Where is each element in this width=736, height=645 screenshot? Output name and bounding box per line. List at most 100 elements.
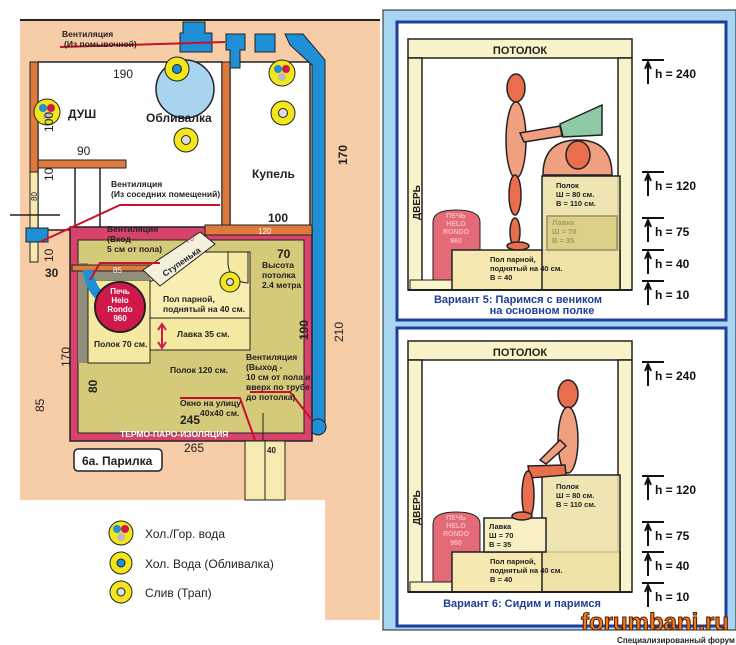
- svg-text:80: 80: [86, 379, 100, 393]
- svg-text:210: 210: [332, 322, 346, 342]
- vent-in-label-2: (Вход -: [107, 234, 136, 244]
- vent-neighbors-label: Вентиляция: [111, 179, 162, 189]
- hot-cold-water-icon: [33, 98, 61, 126]
- watermark-tagline: Специализированный форум: [617, 636, 735, 645]
- height-marker: h = 120: [642, 171, 696, 196]
- svg-text:190: 190: [297, 320, 311, 340]
- svg-text:70: 70: [277, 247, 291, 261]
- standing-person-figure: [505, 73, 613, 251]
- bench-label-3: В = 35: [489, 540, 511, 549]
- height-label: h = 10: [655, 288, 690, 302]
- svg-text:ПЕЧЬ: ПЕЧЬ: [446, 515, 466, 522]
- svg-text:90: 90: [77, 144, 91, 158]
- door-label: ДВЕРЬ: [412, 185, 423, 220]
- ceiling-label: ПОТОЛОК: [493, 45, 547, 57]
- floor-label: Пол парной,: [490, 557, 536, 566]
- ceiling-label: ПОТОЛОК: [493, 347, 547, 359]
- vent-wash-label-2: (Из помывочной): [64, 39, 137, 49]
- up-arrow-icon: [642, 475, 664, 500]
- svg-text:10: 10: [42, 248, 56, 262]
- height-label: h = 120: [655, 179, 696, 193]
- shelf-label-2: Ш = 80 см.: [556, 190, 594, 199]
- variant-5-subtitle: на основном полке: [490, 305, 595, 317]
- bench: [483, 517, 547, 553]
- watermark-logo: forumbani.ru: [581, 609, 729, 636]
- ceiling: [407, 340, 633, 361]
- legend: Хол./Гор. вода Хол. Вода (Обливалка) Сли…: [108, 520, 274, 604]
- height-marker: h = 40: [642, 551, 690, 576]
- height-marker: h = 10: [642, 280, 690, 305]
- vent-out-label: Вентиляция: [246, 352, 297, 362]
- svg-text:100: 100: [42, 112, 56, 132]
- height-label: h = 10: [655, 590, 690, 604]
- up-arrow-icon: [642, 361, 664, 386]
- svg-text:100: 100: [268, 211, 288, 225]
- up-arrow-icon: [642, 551, 664, 576]
- up-arrow-icon: [642, 521, 664, 546]
- bench-label-2: Ш = 70: [552, 227, 576, 236]
- bench-label: Лавка: [552, 218, 575, 227]
- bench: [546, 215, 618, 251]
- svg-text:170: 170: [59, 347, 73, 367]
- floor-label: Пол парной,: [163, 294, 215, 304]
- svg-text:245: 245: [180, 413, 200, 427]
- floor-label-2: поднятый на 40 см.: [490, 566, 562, 575]
- insulation-label: ТЕРМО-ПАРО-ИЗОЛЯЦИЯ: [120, 429, 228, 439]
- svg-text:10: 10: [42, 167, 56, 181]
- vent-out-label-4: вверх по трубе: [246, 382, 310, 392]
- svg-text:960: 960: [113, 314, 127, 323]
- shelf-label: Полок: [556, 482, 579, 491]
- door: [407, 57, 423, 291]
- svg-text:960: 960: [450, 238, 462, 245]
- douse-label: Обливалка: [146, 111, 212, 125]
- shelf-label-3: В = 110 см.: [556, 199, 596, 208]
- svg-text:170: 170: [336, 145, 350, 165]
- height-marker: h = 75: [642, 217, 690, 242]
- shelf70-label: Полок 70 см.: [94, 339, 147, 349]
- svg-text:ПЕЧЬ: ПЕЧЬ: [446, 213, 466, 220]
- door-label: ДВЕРЬ: [412, 490, 423, 525]
- floor-plan: [10, 19, 380, 620]
- svg-text:HELO: HELO: [446, 523, 466, 530]
- peach-background-lower: [325, 490, 380, 620]
- height-marker: h = 10: [642, 582, 690, 607]
- up-arrow-icon: [642, 217, 664, 242]
- window-label: Окно на улицу: [180, 398, 241, 408]
- ceiling-height-label-3: 2.4 метра: [262, 280, 301, 290]
- ceiling: [407, 38, 633, 59]
- vent-icon: [225, 33, 246, 69]
- svg-text:960: 960: [450, 540, 462, 547]
- plunge-label: Купель: [252, 167, 295, 181]
- drain-icon: [109, 580, 133, 604]
- hot-cold-water-icon: [108, 520, 134, 546]
- height-marker: h = 75: [642, 521, 690, 546]
- variant-5-title: Вариант 5: Паримся с веником: [434, 294, 602, 306]
- svg-text:30: 30: [45, 266, 59, 280]
- height-label: h = 40: [655, 559, 690, 573]
- bench-label-3: В = 35: [552, 236, 574, 245]
- variant-6-title: Вариант 6: Сидим и паримся: [443, 598, 601, 610]
- shelf-label: Полок: [556, 181, 579, 190]
- room-label: 6а. Парилка: [82, 454, 153, 468]
- bench-label-2: Ш = 70: [489, 531, 513, 540]
- height-label: h = 40: [655, 257, 690, 271]
- vent-out-label-3: 10 см от пола и: [246, 372, 311, 382]
- height-arrow-icon: [157, 322, 167, 350]
- cold-water-icon: [164, 56, 190, 82]
- height-markers: h = 240 h = 120 h = 75 h = 40 h = 10 h = 240 h…: [642, 59, 696, 607]
- up-arrow-icon: [642, 249, 664, 274]
- vent-icon: [179, 21, 213, 53]
- stove: [94, 281, 146, 333]
- svg-text:190: 190: [113, 67, 133, 81]
- height-label: h = 240: [655, 369, 696, 383]
- svg-text:85: 85: [113, 266, 122, 275]
- drain-icon: [270, 100, 296, 126]
- up-arrow-icon: [642, 582, 664, 607]
- height-marker: h = 240: [642, 59, 696, 84]
- svg-text:Печь: Печь: [110, 287, 130, 296]
- ceiling-height-label-2: потолка: [262, 270, 296, 280]
